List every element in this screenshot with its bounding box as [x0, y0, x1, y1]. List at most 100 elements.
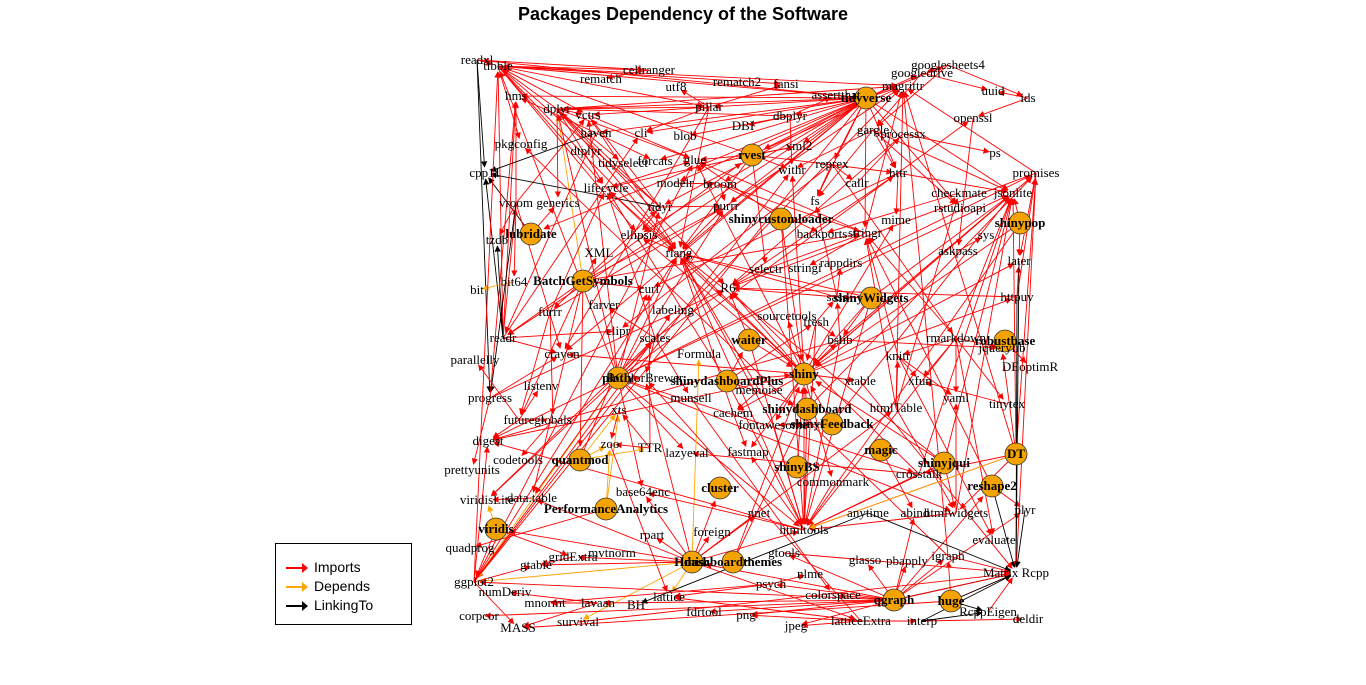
- edge-igraph-pkgconfig: [524, 147, 949, 557]
- edge-rmarkdown-evaluate: [955, 337, 995, 535]
- node-label-ggplot2: ggplot2: [454, 574, 494, 589]
- edge-RcppEigen-MatrixRcpp: [987, 577, 1013, 613]
- edge-furrr-lifecycle: [549, 192, 605, 313]
- node-label-BatchGetSymbols: BatchGetSymbols: [533, 273, 633, 288]
- edge-dplyr-tibble: [502, 69, 558, 110]
- edge-fontawesome-rlang: [681, 257, 774, 426]
- node-label-RColorBrewer: RColorBrewer: [607, 370, 684, 385]
- edge-dbplyr-assertthat: [789, 96, 832, 117]
- node-circle-waiter: [737, 328, 761, 352]
- edge-pillar-crayon: [564, 106, 710, 350]
- node-label-memoise: memoise: [736, 382, 783, 397]
- edge-qgraph-fdrtool: [709, 599, 895, 615]
- edge-httpuv-promises: [1016, 178, 1038, 298]
- node-label-glue: glue: [684, 152, 707, 167]
- edge-crosstalk-jsonlite: [918, 198, 1013, 475]
- node-label-lattice: lattice: [653, 589, 685, 604]
- edge-Hmisc-gridExtra: [578, 554, 693, 563]
- edge-promises-MatrixRcpp: [1013, 172, 1037, 568]
- edge-plotly-datatable: [535, 377, 619, 494]
- node-label-broom: broom: [703, 176, 737, 191]
- edge-askpass-sys: [957, 237, 982, 252]
- edge-googlesheets4-ids: [947, 64, 1024, 97]
- edge-tidyverse-fs: [817, 97, 867, 197]
- node-label-mnormt: mnormt: [524, 595, 566, 610]
- edge-tibble-rlang: [497, 65, 676, 250]
- edge-tidyverse-httr: [865, 97, 897, 169]
- node-label-dashboardthemes: dashboardthemes: [684, 554, 782, 569]
- edge-dplyr-vctrs: [556, 108, 583, 116]
- node-label-tidyr: tidyr: [648, 199, 673, 214]
- edge-sass-fs: [814, 206, 838, 298]
- edge-dashboardthemes-shiny: [732, 386, 800, 563]
- edge-knitr-yaml: [897, 355, 952, 395]
- edge-httr-curl: [653, 172, 899, 287]
- depends-arrow-icon: [286, 582, 308, 593]
- edge-scales-labeling: [654, 314, 671, 339]
- edge-memoise-rlang: [681, 257, 760, 391]
- edge-selectr-R6: [732, 268, 767, 286]
- node-label-xml2: xml2: [786, 138, 813, 153]
- node-circle-qgraph: [882, 588, 906, 612]
- edge-lifecycle-glue: [605, 160, 690, 189]
- node-label-sourcetools: sourcetools: [757, 308, 816, 323]
- node-label-zoo: zoo: [601, 436, 620, 451]
- edge-rmarkdown-htmltools: [807, 337, 957, 526]
- node-label-modelr: modelr: [657, 175, 694, 190]
- edge-tidyverse-crayon: [566, 97, 867, 351]
- edge-plyr-MatrixRcpp: [1014, 509, 1026, 568]
- edge-plotly-digest: [492, 377, 619, 439]
- edge-Hmisc-RColorBrewer: [644, 383, 693, 563]
- edge-htmlTable-stringr: [863, 238, 897, 409]
- edge-gargle-rstudioapi: [872, 129, 957, 205]
- edge-cachem-fastmap: [732, 412, 747, 447]
- edge-shiny-later: [803, 263, 1015, 375]
- node-label-readxl: readxl: [461, 52, 494, 67]
- edge-BatchGetSymbols-quantmod: [577, 280, 584, 447]
- edge-progress-crayon: [489, 356, 558, 399]
- edge-pillar-utf8: [680, 89, 710, 108]
- edge-crosstalk-htmltools: [808, 473, 920, 528]
- node-label-png: png: [736, 607, 756, 622]
- node-label-gargle: gargle: [857, 122, 889, 137]
- edge-ellipsis-rlang: [638, 234, 675, 252]
- node-label-withr: withr: [778, 162, 806, 177]
- edge-knitr-xfun: [897, 355, 917, 377]
- node-label-htmltools: htmltools: [779, 522, 828, 537]
- legend-label: LinkingTo: [314, 597, 374, 613]
- node-circle-shiny: [792, 362, 816, 386]
- node-label-nnet: nnet: [748, 505, 771, 520]
- edge-httr-mime: [893, 172, 900, 215]
- node-label-DBI: DBI: [732, 118, 754, 133]
- node-label-haven: haven: [580, 125, 612, 140]
- edge-bslib-sass: [834, 302, 841, 341]
- edge-tibble-vctrs: [497, 65, 584, 113]
- node-label-nlme: nlme: [797, 566, 823, 581]
- edge-tidyverse-haven: [601, 97, 867, 135]
- node-label-pbapply: pbapply: [886, 553, 928, 568]
- edge-httr-openssl: [897, 121, 969, 174]
- node-circle-shinyjqui: [932, 451, 956, 475]
- edge-htmltools-rlang: [680, 257, 805, 531]
- edge-qgraph-gtools: [788, 554, 895, 601]
- edge-scales-lifecycle: [606, 193, 656, 339]
- node-label-reshape2: reshape2: [967, 478, 1017, 493]
- node-label-htmlTable: htmlTable: [870, 400, 923, 415]
- node-label-pkgconfig: pkgconfig: [495, 136, 548, 151]
- edge-sass-rappdirs: [836, 268, 843, 298]
- edge-tidyverse-tidyr: [664, 97, 867, 205]
- node-label-furrr: furrr: [538, 304, 562, 319]
- node-label-shinypop: shinypop: [995, 215, 1046, 230]
- edge-dashboardthemes-shinydashboard: [732, 421, 802, 563]
- node-circle-cluster: [708, 476, 732, 500]
- edge-commonmark-htmltools: [806, 481, 834, 526]
- edge-htmltools-fastmap: [751, 456, 805, 531]
- edge-TTR-zoo: [615, 442, 651, 449]
- edge-scales-RColorBrewer: [644, 337, 656, 373]
- legend-item-linkingto: LinkingTo: [286, 596, 373, 614]
- edge-rmarkdown-jsonlite: [955, 197, 1012, 339]
- node-label-waiter: waiter: [731, 332, 767, 347]
- node-label-glasso: glasso: [849, 552, 882, 567]
- edge-rmarkdown-stringr: [868, 237, 957, 339]
- edge-plotly-vctrs: [586, 120, 619, 379]
